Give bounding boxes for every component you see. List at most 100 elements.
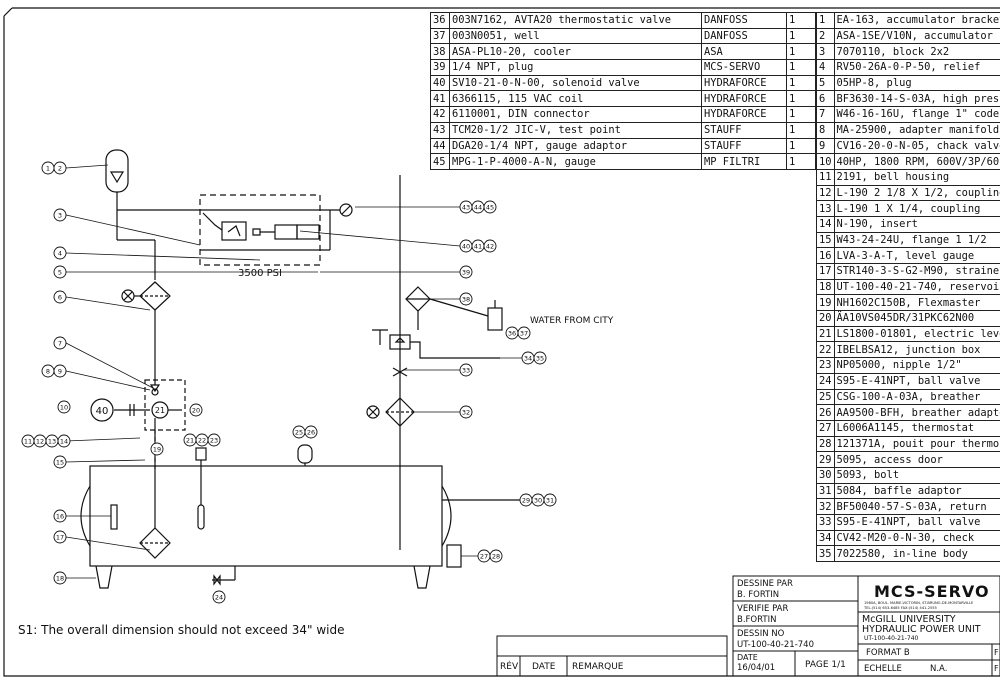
balloon-17: 17 [53,530,67,544]
balloon-8: 8 [41,364,55,378]
sheet-ref-1: F [994,648,999,657]
remark-header: REMARQUE [572,662,624,672]
balloon-number: 35 [536,355,544,363]
balloon-number: 21 [186,437,194,445]
dimension-note: S1: The overall dimension should not exc… [18,623,345,637]
drawing-no-label: DESSIN NO [737,629,785,639]
parts-cell-desc: AA9500-BFH, breather adaptor [833,404,1000,421]
balloon-9: 9 [53,364,67,378]
parts-cell-num: 29 [816,451,835,468]
parts-cell-qty: 1 [786,43,816,61]
balloon-number: 8 [46,368,50,376]
parts-cell-num: 5 [816,74,835,92]
balloon-number: 42 [486,243,494,251]
parts-cell-mfg: STAUFF [701,137,787,155]
parts-cell-num: 19 [816,294,835,312]
balloon-16: 16 [53,509,67,523]
parts-cell-desc: CV16-20-0-N-05, chack valve [833,137,1000,155]
scale-value: N.A. [930,664,947,674]
parts-cell-num: 39 [430,59,450,76]
balloon-1: 1 [41,161,55,175]
water-label: WATER FROM CITY [530,316,614,326]
suction-strainer [139,527,171,559]
balloon-number: 32 [462,409,470,417]
parts-cell-num: 38 [430,43,450,61]
balloon-number: 5 [58,269,62,277]
balloon-10: 10 [57,400,71,414]
parts-cell-desc: LS1800-01801, electric level [833,325,1000,343]
parts-cell-num: 13 [816,200,835,217]
parts-cell-desc: ÄA10VS045DR/31PKC62N00 [833,310,1000,327]
balloon-3: 3 [53,208,67,222]
parts-cell-qty: 1 [786,59,816,76]
parts-cell-num: 37 [430,27,450,45]
parts-cell-desc: NP05000, nipple 1/2" [833,357,1000,374]
balloon-number: 43 [462,204,470,212]
balloon-number: 11 [24,438,32,446]
balloon-22: 22 [195,433,209,447]
parts-cell-desc: MA-25900, adapter manifold [833,121,1000,139]
balloon-number: 18 [56,575,64,583]
balloon-number: 7 [58,340,62,348]
parts-cell-desc: 7070110, block 2x2 [833,43,1000,61]
drawn-by: B. FORTIN [737,590,779,600]
parts-cell-desc: RV50-26A-0-P-50, relief [833,59,1000,76]
parts-cell-num: 15 [816,231,835,249]
parts-cell-num: 8 [816,121,835,139]
balloon-36: 36 [505,326,519,340]
parts-cell-num: 44 [430,137,450,155]
balloon-35: 35 [533,351,547,365]
solenoid-valve [274,224,298,240]
parts-cell-desc: 003N0051, well [449,27,702,45]
parts-cell-num: 9 [816,137,835,155]
pressure-gauge [339,203,353,217]
balloon-number: 9 [58,368,62,376]
parts-cell-num: 14 [816,215,835,233]
parts-cell-num: 16 [816,247,835,264]
balloon-23: 23 [207,433,221,447]
level-gauge [110,504,118,530]
balloon-41: 41 [471,239,485,253]
parts-cell-mfg: ASA [701,43,787,61]
rev-header: RÉV [500,660,519,672]
balloon-34: 34 [521,351,535,365]
date-label: DATE [737,653,758,662]
parts-cell-num: 36 [430,12,450,29]
parts-cell-num: 6 [816,90,835,108]
balloon-20: 20 [189,403,203,417]
date-value: 16/04/01 [737,663,775,673]
parts-cell-desc: S95-E-41NPT, ball valve [833,372,1000,390]
parts-cell-desc: LVA-3-A-T, level gauge [833,247,1000,264]
parts-cell-desc: L6006A1145, thermostat [833,419,1000,437]
balloon-5: 5 [53,265,67,279]
parts-cell-desc: BF3630-14-S-03A, high pressure [833,90,1000,108]
parts-cell-num: 7 [816,106,835,123]
parts-cell-num: 10 [816,153,835,170]
balloon-number: 17 [56,534,64,542]
balloon-number: 33 [462,367,470,375]
balloon-38: 38 [459,292,473,306]
balloon-30: 30 [531,493,545,507]
parts-cell-num: 18 [816,278,835,296]
parts-cell-desc: UT-100-40-21-740, reservoir [833,278,1000,296]
balloon-number: 34 [524,355,532,363]
balloon-number: 36 [508,330,516,338]
balloon-number: 20 [192,407,200,415]
balloon-number: 1 [46,165,50,173]
parts-cell-desc: N-190, insert [833,215,1000,233]
parts-cell-desc: STR140-3-S-G2-M90, strainer [833,263,1000,280]
